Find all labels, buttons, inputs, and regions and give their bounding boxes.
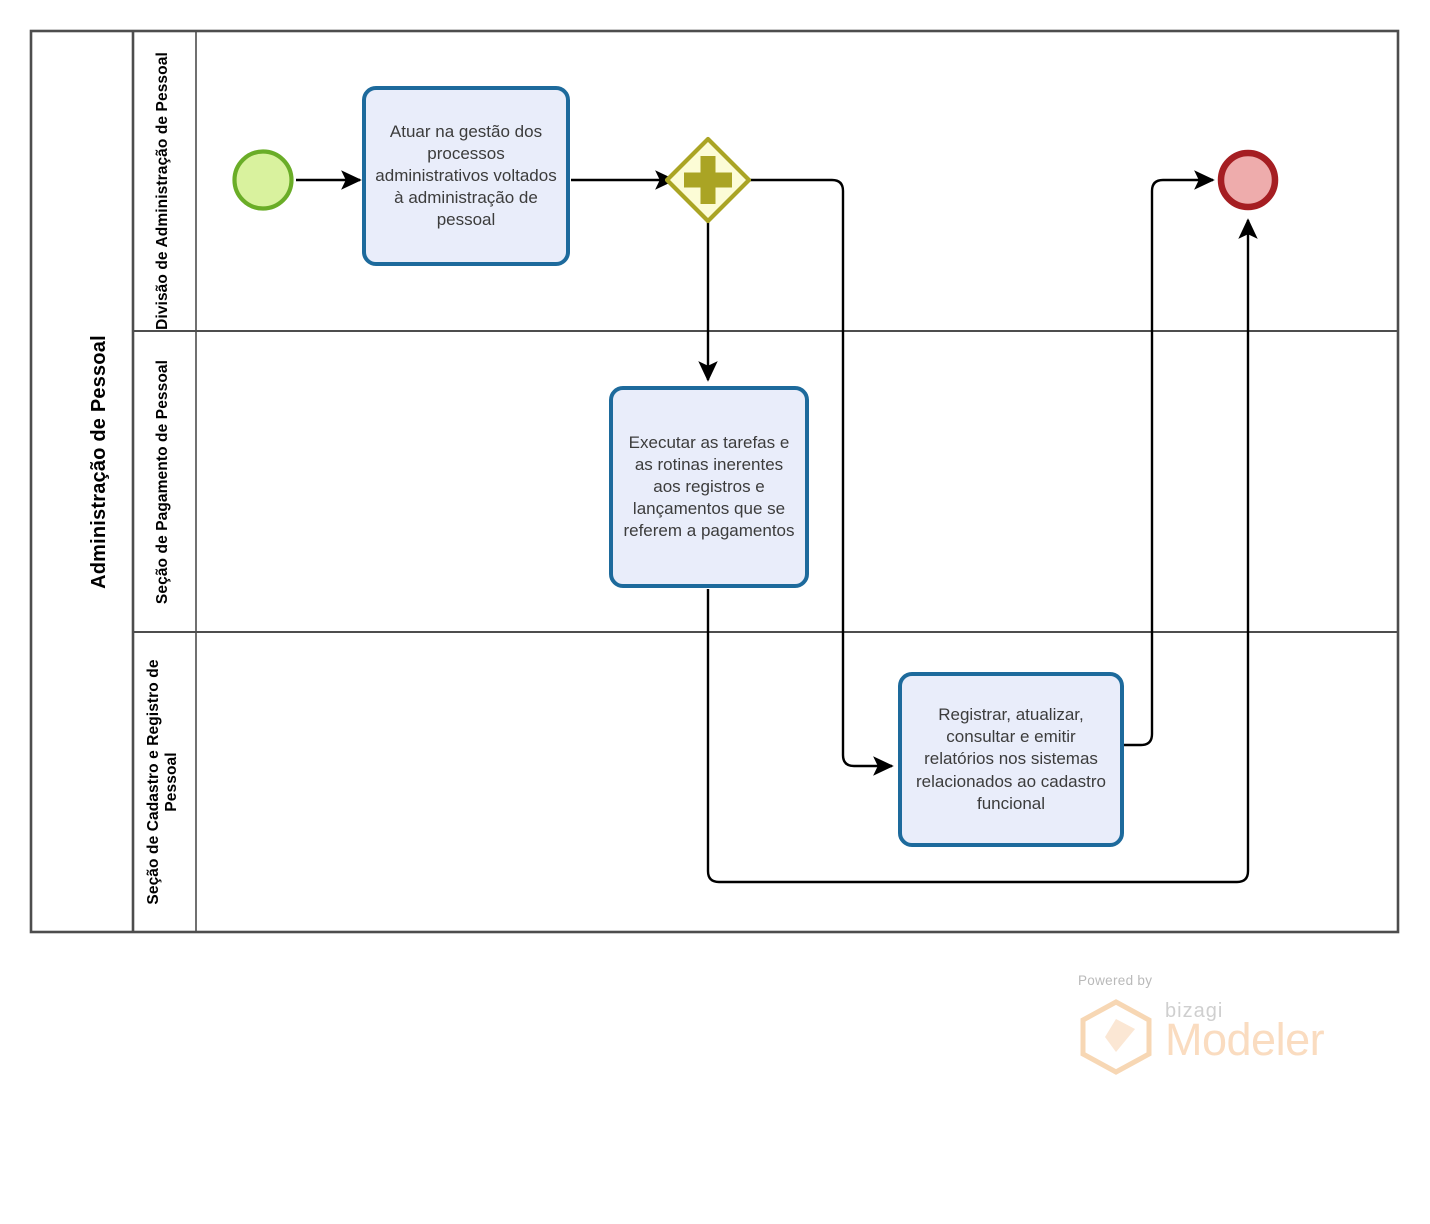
watermark-product-text: Modeler — [1165, 1014, 1325, 1065]
bizagi-logo-icon — [1080, 999, 1152, 1075]
bizagi-watermark: Powered by bizagi Modeler — [1073, 973, 1333, 1075]
end-event[interactable] — [1217, 149, 1279, 211]
flow-cadastro-to-end — [1124, 170, 1215, 747]
flow-pagamentos-to-end — [706, 218, 1258, 884]
start-event[interactable] — [232, 149, 294, 211]
task-gestao-processos[interactable]: Atuar na gestão dos processos administra… — [362, 86, 570, 266]
flow-gateway-to-cadastro — [742, 178, 894, 776]
plus-icon — [684, 156, 732, 204]
watermark-powered-by-text: Powered by — [1078, 973, 1153, 988]
task-pagamentos[interactable]: Executar as tarefas e as rotinas inerent… — [609, 386, 809, 588]
task-cadastro-funcional[interactable]: Registrar, atualizar, consultar e emitir… — [898, 672, 1124, 847]
sequence-flows — [296, 170, 1258, 884]
parallel-gateway[interactable] — [664, 136, 752, 224]
watermark-brand-text: bizagi — [1165, 1000, 1224, 1022]
